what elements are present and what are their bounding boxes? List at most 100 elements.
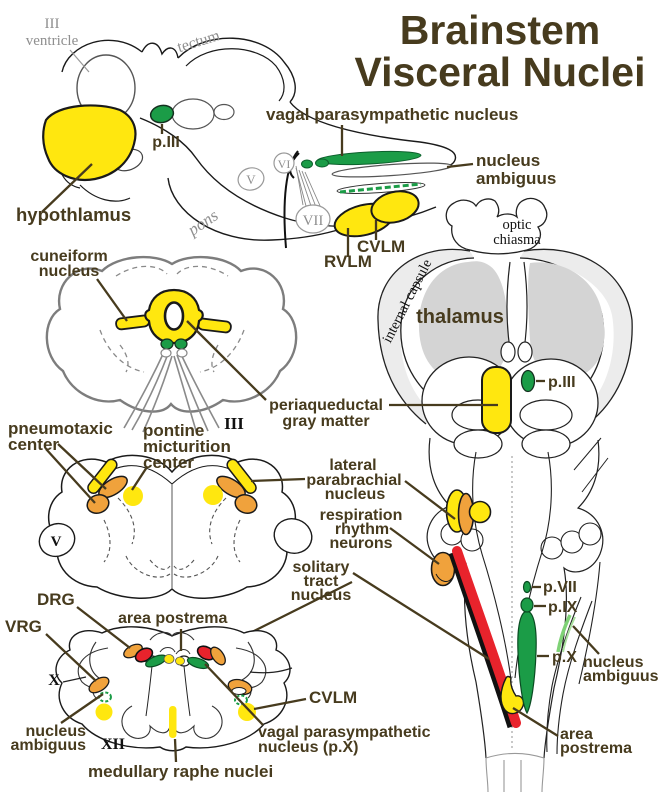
thalamus-right: [528, 262, 605, 380]
p9-label: p.IX: [548, 599, 578, 616]
p3-nucleus-dorsal: [520, 369, 536, 393]
p7-label: p.VII: [543, 579, 577, 596]
tectum-label: tectum: [175, 27, 222, 56]
ventricle-leader: [69, 49, 90, 73]
cn6-label-sagittal: VI: [278, 157, 291, 171]
pneumotaxic-label-line1: pneumotaxic: [8, 419, 113, 438]
hemisphere-outline-left: [377, 248, 471, 425]
trigeminal-root-oval: [38, 522, 76, 558]
pneumotaxic-leader-2: [57, 443, 107, 490]
cvlm-label-sagittal: CVLM: [357, 237, 405, 256]
oculomotor-fibers: [123, 351, 220, 435]
nucleus-ambiguus-dorsal: [556, 614, 572, 653]
third-ventricle-label-line1: III: [45, 16, 60, 32]
capsule-inner-edge-left: [400, 257, 475, 397]
cvlm-nucleus: [370, 190, 420, 224]
hypoglossal-fibers: [145, 665, 191, 717]
cuneiform-leader: [96, 278, 128, 322]
medulla-cross-section: DRG VRG X nucleus ambiguus XII area post…: [5, 590, 431, 781]
oculomotor-root: [160, 348, 172, 358]
micturition-label-line1: pontine: [143, 421, 204, 440]
colliculi-bumps: [451, 399, 573, 459]
hypothalamus-label: hypothlamus: [16, 204, 131, 225]
cn10-label: X: [48, 672, 60, 689]
cuneiform-label-line1: cuneiform: [30, 248, 107, 265]
optic-chiasma-label-line1: optic: [503, 217, 532, 233]
sagittal-section: III ventricle tectum p.III hypothlamus p…: [16, 16, 556, 271]
edinger-westphal-nucleus: [174, 338, 188, 350]
nucleus-ambiguus-dorsal-label-line2: ambiguus: [583, 668, 659, 685]
p10-label: p.X: [552, 649, 577, 666]
rhomboid-fossa-edge-left: [472, 451, 512, 681]
facial-circle: [295, 204, 331, 234]
raphe-label: medullary raphe nuclei: [88, 762, 273, 781]
area-postrema-dot: [175, 656, 185, 666]
medullary-raphe-strip: [169, 706, 177, 738]
pons-cross-section: pneumotaxic center pontine micturition c…: [8, 419, 490, 660]
midbrain-section: cuneiform nucleus periaqueductal gray ma…: [30, 248, 383, 435]
internal-capsule-band-left: [377, 249, 474, 424]
abducens-circle: [273, 152, 295, 174]
area-postrema-dot: [163, 654, 175, 664]
solitary-tract-nucleus-left: [134, 647, 154, 663]
solitary-label-line3: nucleus: [291, 587, 352, 604]
parabrachial-label-line2: parabrachial: [306, 472, 401, 489]
raphe-leader: [173, 738, 178, 763]
solitary-label-line2: tract: [304, 573, 339, 590]
mammillary-body: [517, 341, 533, 363]
medulla-outline: [55, 626, 291, 752]
pag-leader: [186, 320, 267, 401]
cvlm-medulla-right: [238, 703, 256, 721]
parabrachial-label-line1: lateral: [329, 457, 376, 474]
rvlm-label-sagittal: RVLM: [324, 252, 372, 271]
vagal-medulla-label-line1: vagal parasympathetic: [258, 724, 431, 741]
oculomotor-root: [176, 348, 188, 358]
brainstem-dorsal-view: p.III p.VII p.IX p.X nucleus ambiguus ar…: [389, 366, 659, 793]
figure-title-line1: Brainstem: [400, 7, 601, 53]
vagal-nucleus-dot: [301, 159, 313, 169]
nucleus-ambiguus-medulla-leader: [60, 693, 104, 724]
dorsal-outline-right: [543, 439, 604, 759]
area-postrema-dorsal-label-line1: area: [560, 726, 593, 743]
nucleus-ambiguus-dorsal-label-line1: nucleus: [583, 654, 644, 671]
trigeminal-oval: [237, 167, 265, 191]
parabrachial-nucleus-round: [468, 500, 492, 524]
micturition-label-line3: center: [143, 453, 194, 472]
respiration-leader: [389, 527, 440, 565]
nucleus-ambiguus-leader: [446, 162, 474, 169]
sagittal-outline: [61, 39, 143, 73]
hemisphere-outline-right: [523, 248, 633, 425]
pontine-micturition-nucleus-left: [123, 486, 143, 506]
dorsal-yellow-strip-right: [226, 458, 257, 494]
nucleus-ambiguus-medulla-label-line2: ambiguus: [10, 737, 86, 754]
vrg-label: VRG: [5, 617, 42, 636]
drg-leader: [76, 606, 131, 649]
cn5-label-sagittal: V: [246, 172, 256, 187]
pons-inner-detail: [103, 497, 241, 578]
solitary-leader-right: [352, 572, 490, 660]
spinal-cord-junction: [485, 752, 545, 793]
cerebral-aqueduct: [163, 301, 185, 331]
cn5-label-pons: V: [51, 534, 62, 550]
p7-nucleus: [522, 580, 532, 594]
drg-label: DRG: [37, 590, 75, 609]
midbrain-oval: [171, 98, 215, 130]
p9-nucleus: [520, 597, 534, 613]
optic-chiasma-shape: [445, 197, 548, 255]
nucleus-ambiguus-medulla-left: [98, 691, 112, 703]
respiration-label-line3: neurons: [329, 535, 392, 552]
parabrachial-leader-left: [250, 477, 306, 483]
vagal-nucleus-dot: [315, 158, 329, 168]
vagal-medulla-label-line2: nucleus (p.X): [258, 739, 358, 756]
nucleus-ambiguus-label-line2: ambiguus: [476, 169, 556, 188]
vagus-rootlet-left: [62, 676, 87, 683]
vagal-parasympathetic-label: vagal parasympathetic nucleus: [266, 105, 518, 124]
area-postrema-dorsal-label-line2: postrema: [560, 740, 632, 757]
nucleus-ambiguus-medulla-label-line1: nucleus: [26, 723, 87, 740]
third-ventricle-label-line2: ventricle: [26, 33, 79, 49]
micturition-label-line2: micturition: [143, 437, 231, 456]
p3-label-dorsal: p.III: [548, 374, 576, 391]
pag-label-line1: periaqueductal: [269, 397, 383, 414]
facial-nerve-fan: [295, 165, 322, 209]
